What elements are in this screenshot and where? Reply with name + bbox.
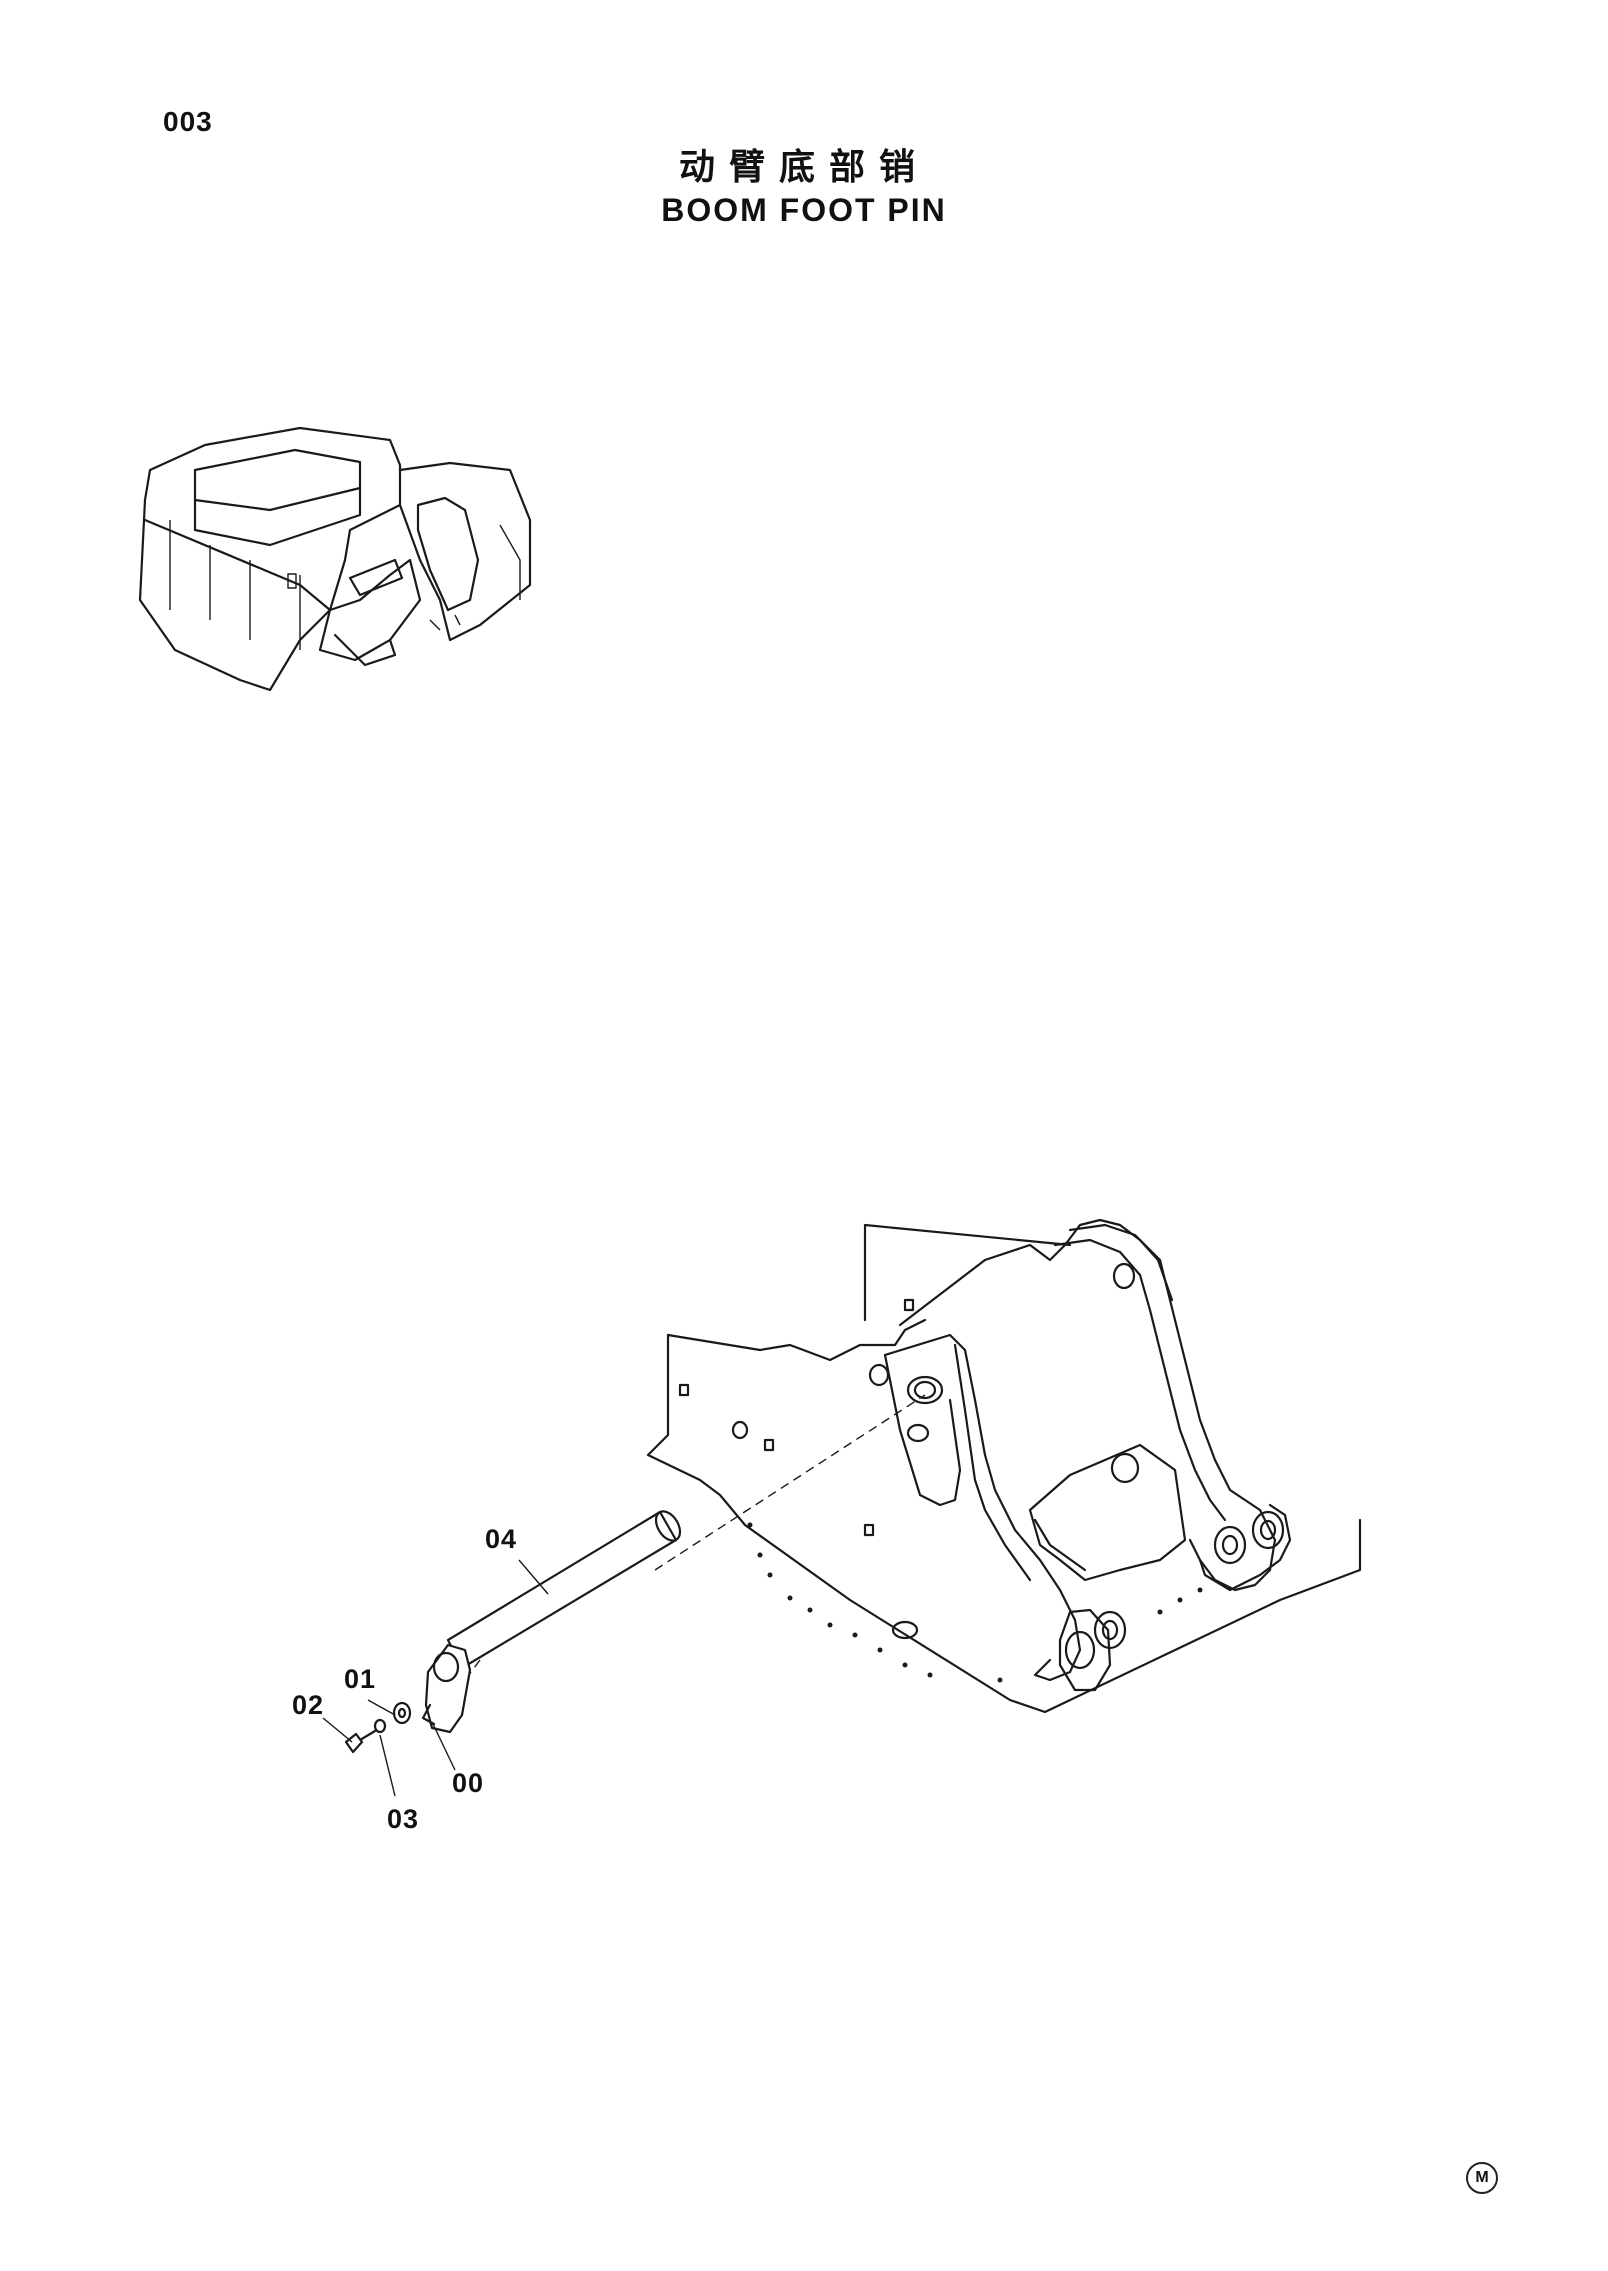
boom-foot-pin-icon — [446, 1510, 682, 1670]
upper-frame-drawing — [646, 1218, 1362, 1714]
leader-04 — [518, 1559, 549, 1595]
plate-icon — [421, 1643, 472, 1734]
title-chinese: 动臂底部销 — [678, 147, 929, 188]
leader-00 — [431, 1721, 456, 1771]
excavator-overview-icon — [138, 426, 532, 692]
leader-01 — [367, 1699, 396, 1716]
callout-01: 01 — [344, 1664, 377, 1694]
title-english: BOOM FOOT PIN — [661, 192, 947, 228]
page-number: 003 — [163, 106, 213, 137]
leader-03 — [379, 1734, 396, 1797]
bolt-icon — [344, 1729, 377, 1754]
callout-03: 03 — [387, 1804, 420, 1834]
registered-mark-icon: M — [1466, 2162, 1498, 2194]
leader-02 — [322, 1717, 353, 1743]
callout-00: 00 — [452, 1768, 485, 1798]
washer-icon — [373, 1701, 412, 1734]
pin-centerline-lower — [449, 1659, 481, 1701]
callout-02: 02 — [292, 1690, 325, 1720]
pin-centerline — [654, 1394, 926, 1571]
callout-04: 04 — [485, 1524, 518, 1554]
